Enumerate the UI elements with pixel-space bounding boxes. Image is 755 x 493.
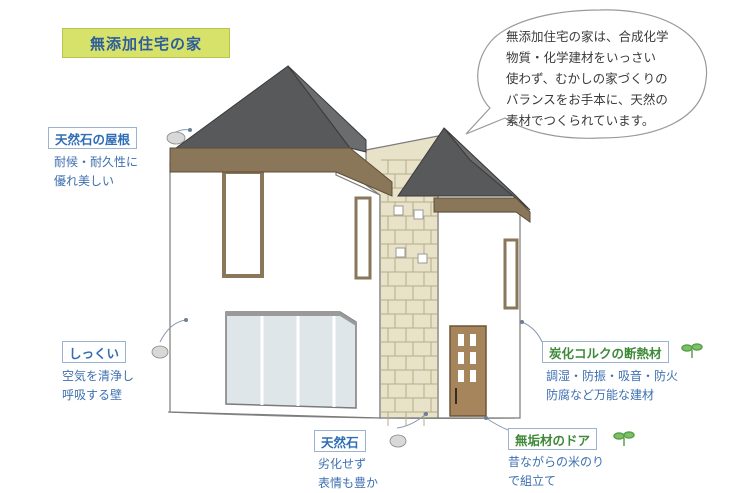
desc-line: 昔ながらの米のり (508, 455, 605, 469)
desc-line: 呼吸する壁 (62, 388, 123, 402)
page-title: 無添加住宅の家 (62, 28, 230, 58)
bubble-line: 素材でつくられています。 (506, 113, 655, 128)
bubble-line: バランスをお手本に、天然の (506, 92, 668, 107)
glass-doors (225, 311, 357, 409)
callout-desc-roof: 耐候・耐久性に 優れ美しい (54, 153, 138, 191)
bubble-text: 無添加住宅の家は、合成化学 物質・化学建材をいっさい 使わず、むかしの家づくりの… (506, 26, 696, 131)
desc-line: 耐候・耐久性に (54, 155, 139, 169)
stone-sample-icon (151, 131, 407, 448)
desc-line: 優れ美しい (54, 174, 115, 188)
callout-label-stone: 天然石 (314, 430, 366, 452)
main-upper-window (222, 170, 264, 278)
bubble-line: 物質・化学建材をいっさい (506, 50, 657, 65)
desc-line: 防腐など万能な建材 (546, 388, 655, 402)
small-roof (397, 127, 531, 223)
callout-label-cork: 炭化コルクの断熱材 (542, 341, 669, 363)
main-roof (169, 65, 393, 197)
sprout-icon (613, 343, 703, 446)
callout-label-door: 無垢材のドア (508, 428, 598, 450)
desc-line: 空気を清浄し (62, 369, 135, 383)
bubble-line: 無添加住宅の家は、合成化学 (506, 29, 669, 44)
callout-label-wall: しっくい (62, 341, 127, 363)
side-upper-window (354, 196, 372, 280)
callout-desc-door: 昔ながらの米のり で組立て (508, 453, 604, 491)
desc-line: 表情も豊か (318, 476, 379, 490)
callout-desc-wall: 空気を清浄し 呼吸する壁 (62, 367, 134, 405)
callout-desc-stone: 劣化せず 表情も豊か (318, 455, 378, 493)
desc-line: 調湿・防振・吸音・防火 (546, 369, 679, 383)
callout-label-roof: 天然石の屋根 (48, 127, 138, 149)
callout-desc-cork: 調湿・防振・吸音・防火 防腐など万能な建材 (546, 367, 678, 405)
speech-bubble (465, 9, 708, 139)
wooden-door (449, 325, 487, 417)
desc-line: で組立て (508, 474, 557, 488)
leader-dots (184, 128, 524, 420)
leader-lines (159, 129, 543, 431)
bubble-line: 使わず、むかしの家づくりの (506, 71, 668, 86)
desc-line: 劣化せず (318, 457, 367, 471)
right-wing-window (503, 238, 519, 310)
